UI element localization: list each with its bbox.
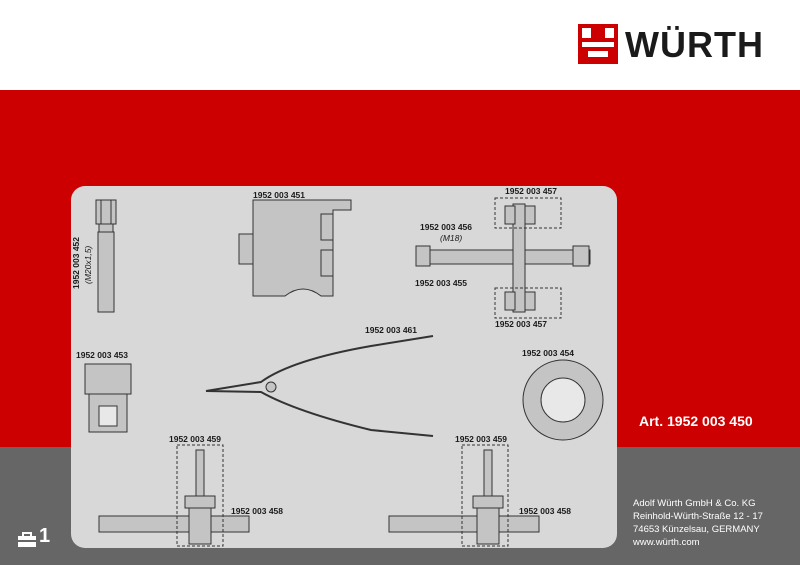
label-453: 1952 003 453 — [76, 350, 128, 360]
label-461: 1952 003 461 — [365, 325, 417, 335]
label-458-right: 1952 003 458 — [519, 506, 571, 516]
wurth-logo-icon — [578, 24, 618, 64]
company-name: Adolf Würth GmbH & Co. KG — [633, 498, 756, 509]
bracket-458-left-icon — [98, 449, 250, 545]
ring-454-icon — [522, 359, 604, 441]
label-459-right: 1952 003 459 — [455, 434, 507, 444]
pliers-461-icon — [205, 335, 434, 437]
brand-name: WÜRTH — [625, 24, 764, 65]
article-number: Art. 1952 003 450 — [639, 413, 753, 429]
puller-455-icon — [415, 203, 591, 313]
tool-panel: 1952 003 452 (M20x1,5) 1952 003 451 1952… — [71, 186, 617, 548]
case-icon — [18, 532, 36, 547]
label-455: 1952 003 455 — [415, 278, 467, 288]
adapter-453-icon — [84, 363, 132, 433]
tool-drawing — [84, 197, 604, 547]
bracket-458-right-icon — [388, 449, 540, 545]
wurth-logo: WÜRTH — [578, 24, 768, 68]
header-band — [0, 0, 800, 90]
company-address: Adolf Würth GmbH & Co. KG Reinhold-Würth… — [633, 497, 763, 549]
thread-452: (M20x1,5) — [83, 245, 93, 284]
label-454: 1952 003 454 — [522, 348, 574, 358]
thread-456: (M18) — [440, 233, 463, 243]
label-452: 1952 003 452 — [71, 237, 81, 289]
company-web: www.würth.com — [633, 537, 700, 548]
company-street: Reinhold-Würth-Straße 12 - 17 — [633, 511, 763, 522]
label-457-bottom: 1952 003 457 — [495, 319, 547, 329]
case-count: 1 — [39, 525, 51, 547]
puller-451-icon — [238, 199, 352, 297]
case-count-badge: 1 — [17, 525, 57, 550]
label-451: 1952 003 451 — [253, 190, 305, 200]
bolt-452-icon — [95, 199, 117, 313]
label-456: 1952 003 456 — [420, 222, 472, 232]
company-city: 74653 Künzelsau, GERMANY — [633, 524, 760, 535]
label-457-top: 1952 003 457 — [505, 186, 557, 196]
label-458-left: 1952 003 458 — [231, 506, 283, 516]
label-459-left: 1952 003 459 — [169, 434, 221, 444]
